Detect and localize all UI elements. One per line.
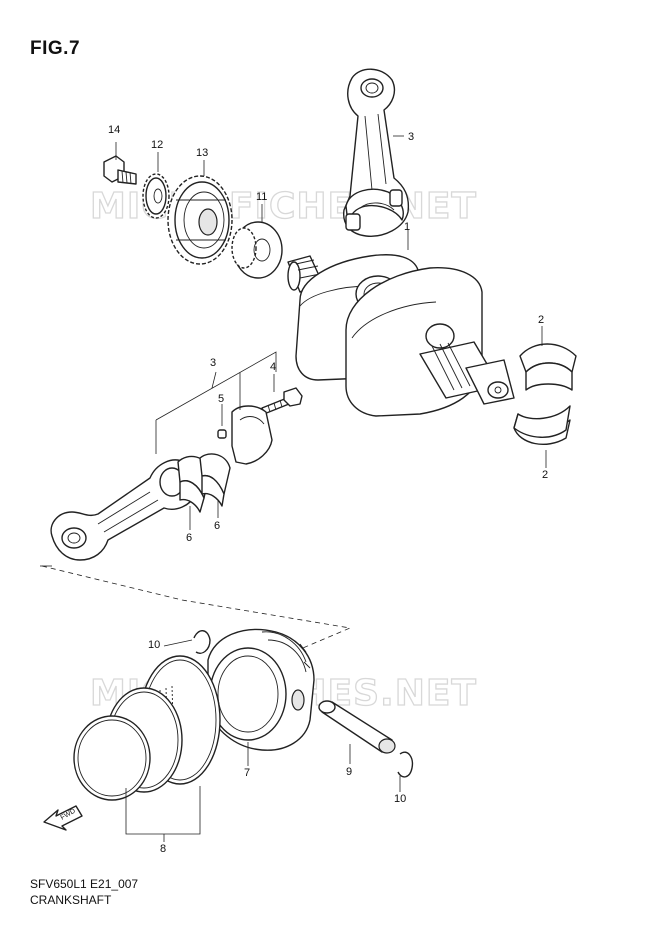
crankshaft[interactable] [287,254,515,417]
callout-6-right: 6 [214,520,220,532]
callout-10-upper: 10 [148,639,160,651]
bearing-2-lower[interactable] [513,405,571,445]
piston-pin-9[interactable] [318,700,396,754]
callout-11: 11 [256,191,267,203]
callout-2-upper: 2 [538,314,544,326]
dowel-pin-5[interactable] [217,429,227,439]
gear-12[interactable] [142,173,170,219]
piston-rings-8[interactable] [73,655,221,801]
model-code: SFV650L1 E21_007 [30,877,139,891]
bearing-6-right[interactable] [199,453,231,507]
callout-4: 4 [270,361,276,373]
leader-lines [115,135,547,842]
footer: SFV650L1 E21_007 CRANKSHAFT [30,876,138,908]
callout-6-left: 6 [186,532,192,544]
piston-7[interactable] [207,628,315,751]
callout-8: 8 [160,843,166,855]
callout-1: 1 [404,221,410,233]
forward-arrow-icon: FWD [43,805,83,831]
callout-12: 12 [151,139,163,151]
bearing-2-upper[interactable] [519,343,577,391]
circlip-10-upper[interactable] [193,630,211,654]
gear-11[interactable] [231,221,283,279]
bolt-14[interactable] [103,155,137,185]
connecting-rod-lower[interactable] [50,405,273,561]
callout-3-upper: 3 [408,131,414,143]
callout-7: 7 [244,767,250,779]
connecting-rod-upper[interactable] [343,68,410,237]
callout-14: 14 [108,124,120,136]
callout-2-lower: 2 [542,469,548,481]
callout-5: 5 [218,393,224,405]
callout-10-lower: 10 [394,793,406,805]
callout-3-lower: 3 [210,357,216,369]
gear-13[interactable] [167,175,233,265]
callout-13: 13 [196,147,208,159]
bolt-4[interactable] [261,387,303,415]
circlip-10-lower[interactable] [397,751,414,778]
figure-title: FIG.7 [30,38,81,59]
section-name: CRANKSHAFT [30,893,112,907]
callout-9: 9 [346,766,352,778]
